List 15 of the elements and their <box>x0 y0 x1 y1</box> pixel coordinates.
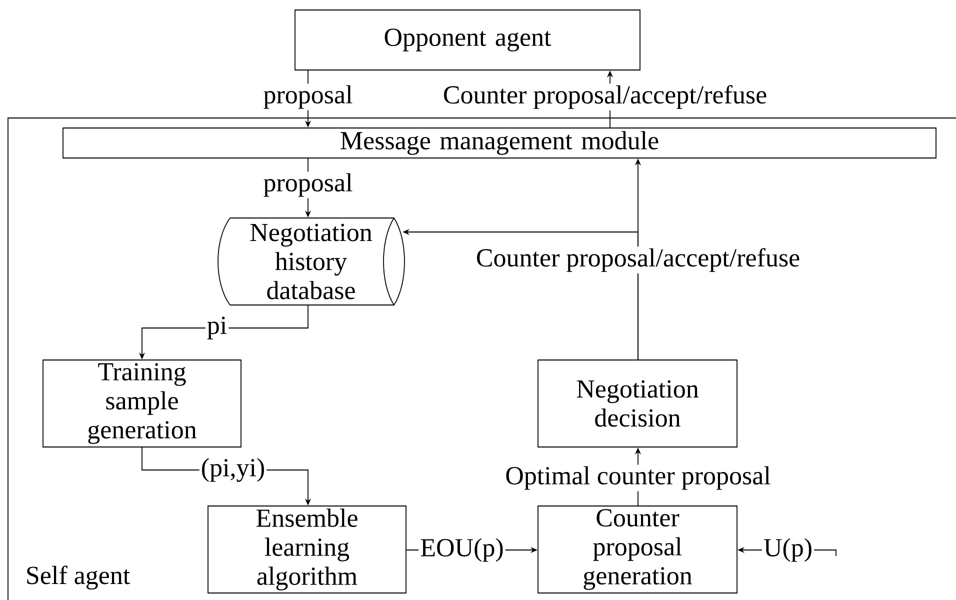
edge-label: Counter proposal/accept/refuse <box>441 84 769 110</box>
process-box: Ensemble learning algorithm <box>208 506 406 594</box>
process-box: Training sample generation <box>42 360 242 448</box>
edge-label: pi <box>205 315 229 341</box>
agent-box: Opponent agent <box>294 10 640 70</box>
edge-label: Counter proposal/accept/refuse <box>474 246 802 274</box>
edge-label: proposal <box>262 172 354 198</box>
edge-label: U(p) <box>762 536 814 564</box>
edge-label: Optimal counter proposal <box>504 464 772 492</box>
edge-label: proposal <box>262 84 354 110</box>
edge-label: EOU(p) <box>418 536 506 564</box>
process-box: Counter proposal generation <box>538 506 738 594</box>
edge-label: (pi,yi) <box>199 456 267 484</box>
process-box: Negotiation decision <box>538 360 738 448</box>
module-bar: Message management module <box>62 128 936 158</box>
